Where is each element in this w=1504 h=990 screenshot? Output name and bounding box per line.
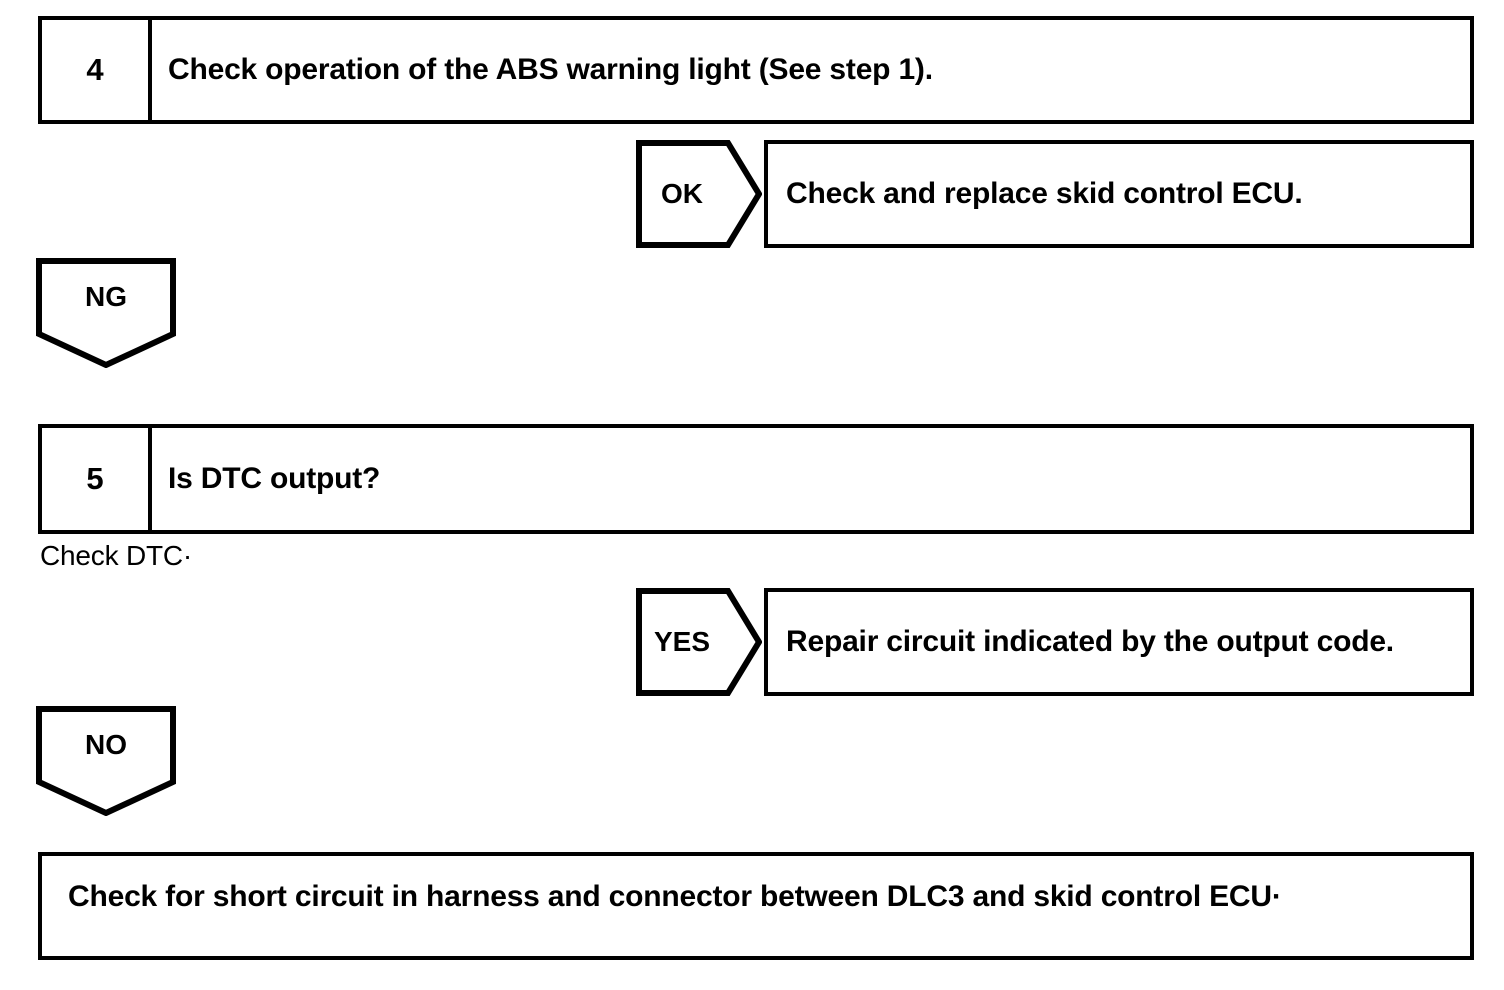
caption-check-dtc: Check DTC· bbox=[40, 540, 193, 571]
step-box-5: 5 Is DTC output? bbox=[38, 424, 1474, 534]
result-box-ok: Check and replace skid control ECU. bbox=[764, 140, 1474, 248]
step-number-4: 4 bbox=[42, 20, 152, 120]
branch-label-yes: YES bbox=[653, 626, 711, 657]
step-box-4: 4 Check operation of the ABS warning lig… bbox=[38, 16, 1474, 124]
arrow-down-shape bbox=[36, 258, 176, 368]
branch-label-ok: OK bbox=[661, 178, 703, 209]
arrow-right-shape bbox=[636, 588, 762, 696]
branch-label-ng: NG bbox=[85, 281, 127, 312]
branch-arrow-yes: YES bbox=[636, 588, 762, 696]
branch-arrow-ng: NG bbox=[36, 258, 176, 368]
step-instruction-5: Is DTC output? bbox=[168, 462, 381, 495]
branch-label-no: NO bbox=[85, 729, 127, 760]
arrow-right-shape bbox=[636, 140, 762, 248]
final-action-box: Check for short circuit in harness and c… bbox=[38, 852, 1474, 960]
step-instruction-4: Check operation of the ABS warning light… bbox=[168, 53, 933, 86]
arrow-down-shape bbox=[36, 706, 176, 816]
step-number-5: 5 bbox=[42, 428, 152, 530]
result-box-yes: Repair circuit indicated by the output c… bbox=[764, 588, 1474, 696]
branch-arrow-no: NO bbox=[36, 706, 176, 816]
branch-arrow-ok: OK bbox=[636, 140, 762, 248]
